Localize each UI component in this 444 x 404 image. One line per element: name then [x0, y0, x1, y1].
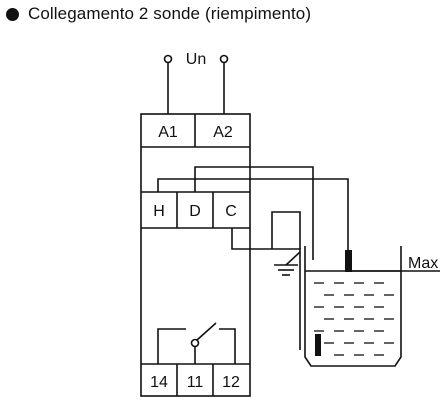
max-probe [345, 250, 352, 272]
terminal-12-label: 12 [222, 374, 240, 391]
wire-d-to-min-probe [194, 166, 314, 260]
terminal-11-label: 11 [187, 374, 204, 391]
contact-12-lead [219, 328, 236, 364]
min-probe [315, 334, 321, 356]
tank-water-dashes [314, 282, 394, 356]
terminal-d-label: D [189, 203, 201, 220]
supply-label: Un [186, 51, 206, 68]
terminal-a1-label: A1 [158, 124, 178, 141]
contact-pivot [190, 338, 200, 348]
wire-c-ground-branch [271, 211, 301, 249]
terminal-14-label: 14 [150, 374, 168, 391]
terminal-c-label: C [225, 203, 237, 220]
bullet-icon [6, 7, 19, 21]
terminal-h-label: H [153, 203, 165, 220]
tank-outline [304, 246, 402, 367]
wire-h-to-max-probe [157, 178, 349, 250]
diagram-title-row: Collegamento 2 sonde (riempimento) [6, 2, 311, 26]
contact-14-lead [157, 328, 186, 364]
contact-switch-arm [196, 322, 217, 341]
terminal-a2-label: A2 [213, 124, 233, 141]
supply-terminal-a1-dot [163, 54, 173, 64]
wire-c-to-tank [231, 228, 301, 350]
max-level-label: Max [408, 255, 438, 272]
ground-lead [285, 251, 301, 266]
supply-terminal-a2-dot [219, 54, 229, 64]
diagram-title: Collegamento 2 sonde (riempimento) [28, 4, 312, 23]
